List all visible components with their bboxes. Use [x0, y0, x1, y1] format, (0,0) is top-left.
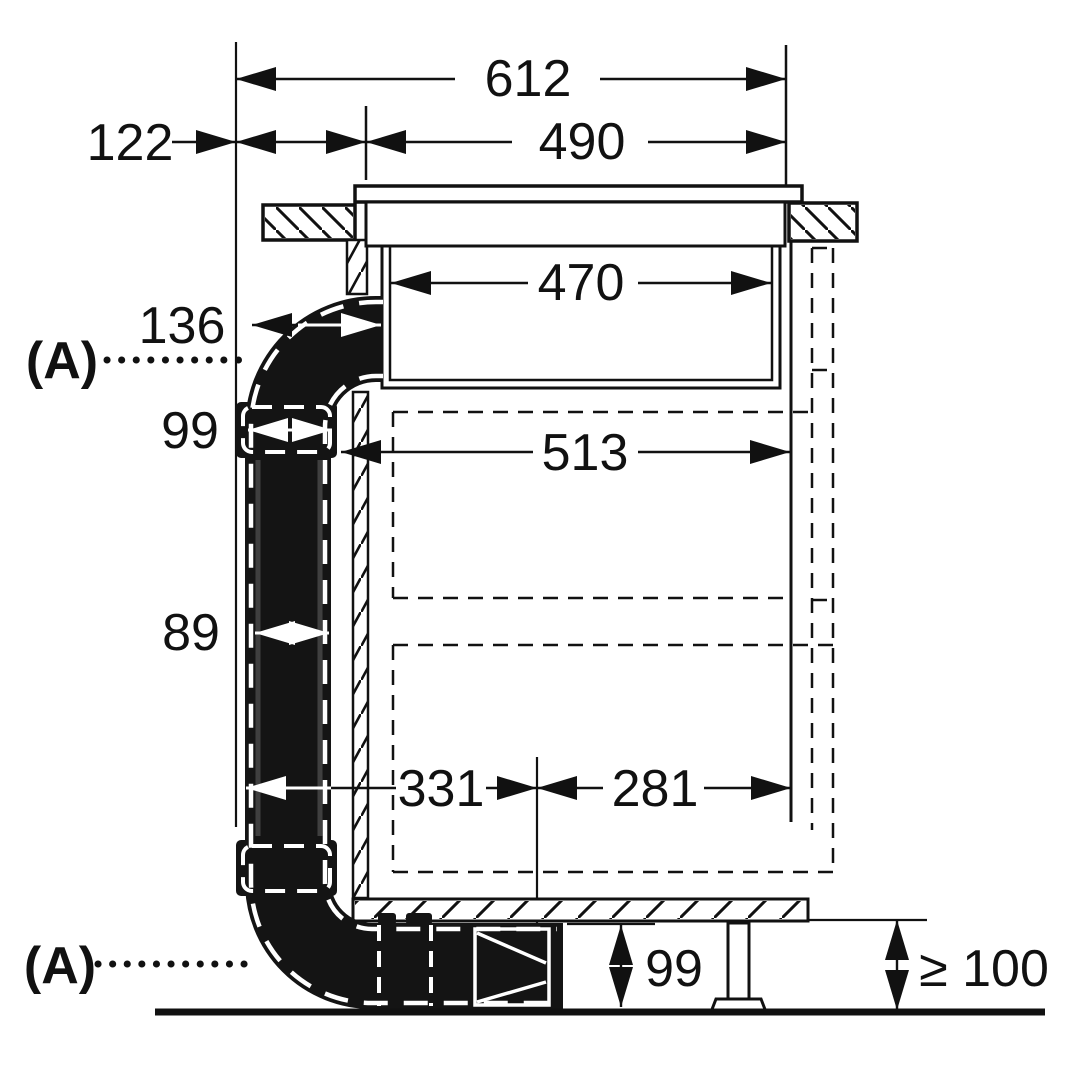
dim-89-label: 89 [162, 604, 220, 662]
coupling-bottom-dashed-outline [241, 844, 332, 893]
plenum-box-inner [388, 244, 774, 382]
dimension-labels: 612 490 122 470 136 99 89 513 331 281 99… [24, 50, 1049, 998]
dim-281-label: 281 [612, 760, 699, 818]
transition-funnel-line-2 [476, 980, 547, 1004]
coupling-clip-tab-1 [378, 913, 396, 925]
section-a-bottom-label: (A) [24, 937, 96, 995]
plinth-and-floor [155, 921, 1045, 1016]
section-marker-leaders [94, 356, 256, 968]
section-a-top-label: (A) [26, 332, 98, 390]
transition-funnel-line-1 [476, 931, 547, 965]
worktop-left-hatch [265, 207, 353, 238]
duct-transition-piece [473, 927, 551, 1007]
dim-99-plinth-label: 99 [645, 940, 703, 998]
cabinet-base-hatch [355, 901, 806, 919]
dim-331-label: 331 [398, 760, 485, 818]
hob-glass [353, 184, 804, 204]
dim-470-label: 470 [538, 254, 625, 312]
cabinet-leg [726, 921, 751, 1001]
cabinet-side-wall-hatch [354, 393, 367, 897]
dimension-lines [172, 67, 909, 1010]
worktop-edge-strip-hatch [348, 241, 366, 293]
plenum-box-outer [380, 244, 782, 390]
dim-100-clearance-label: ≥ 100 [919, 940, 1049, 998]
cabinet-dashed-outline [391, 246, 835, 874]
worktop-and-hob [261, 184, 859, 390]
hob-body [364, 200, 787, 248]
extension-lines [234, 42, 927, 928]
dim-490-label: 490 [539, 113, 626, 171]
dim-99-duct-label: 99 [161, 402, 219, 460]
duct-pipe [245, 296, 563, 1009]
worktop-right-hatch [791, 205, 855, 239]
dim-136-label: 136 [139, 297, 226, 355]
dim-122-label: 122 [87, 114, 174, 172]
coupling-clip-tab-2 [406, 913, 432, 925]
duct-coupling-bottom [236, 840, 337, 896]
cabinet-section-panels [351, 390, 810, 923]
dim-612-label: 612 [485, 50, 572, 108]
white-dimension-arrows [246, 313, 381, 800]
dim-513-label: 513 [542, 424, 629, 482]
